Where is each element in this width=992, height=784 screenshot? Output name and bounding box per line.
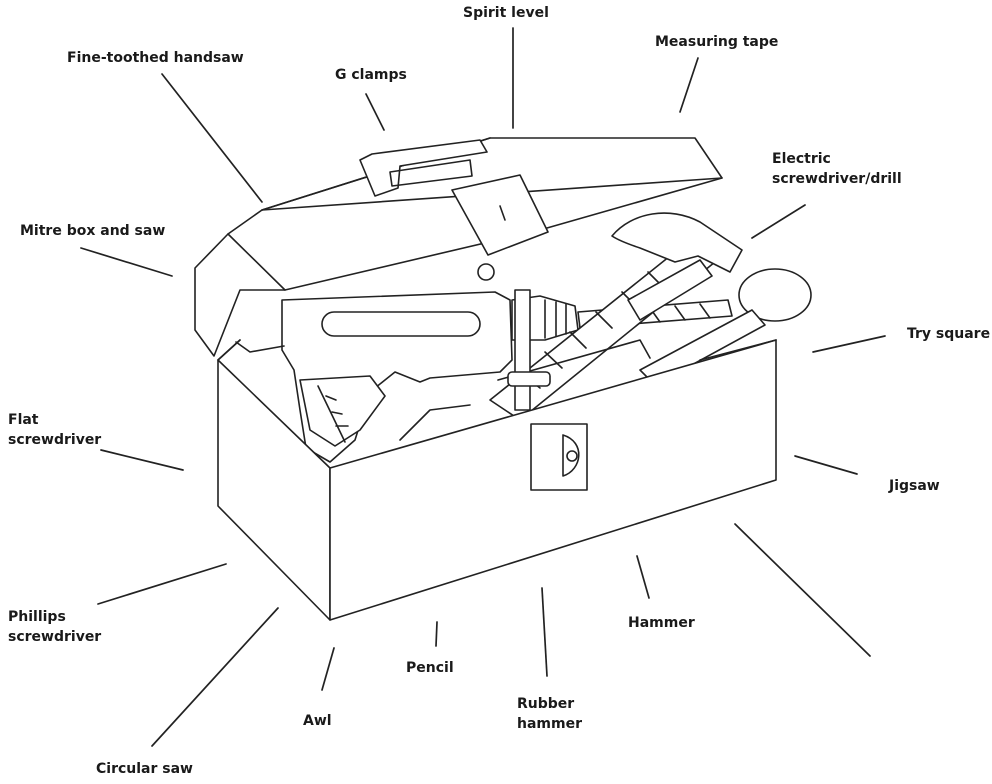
leader-g-clamps — [365, 93, 385, 131]
leader-circular-saw — [151, 607, 279, 747]
toolbox-body — [217, 339, 777, 621]
label-spirit-level: Spirit level — [463, 5, 549, 21]
label-g-clamps: G clamps — [335, 67, 407, 83]
drill-grip-icon — [321, 311, 481, 337]
leader-measuring-tape — [679, 57, 699, 113]
label-circular-saw: Circular saw — [96, 761, 193, 777]
label-pencil: Pencil — [406, 660, 454, 676]
leader-try-square — [812, 335, 886, 353]
leader-pencil — [435, 621, 438, 647]
leader-box-right — [734, 523, 871, 657]
leader-awl — [321, 647, 335, 691]
leader-flat-screwdriver — [100, 449, 184, 471]
label-measuring-tape: Measuring tape — [655, 34, 779, 50]
leader-mitre-box — [80, 247, 173, 277]
leader-phillips-screwdriver — [97, 563, 227, 605]
label-fine-toothed-handsaw: Fine-toothed handsaw — [67, 50, 244, 66]
tools-inside — [235, 174, 812, 463]
leader-rubber-hammer — [541, 587, 548, 677]
leader-lines — [80, 27, 886, 747]
label-jigsaw: Jigsaw — [889, 478, 940, 494]
label-mitre-box-and-saw: Mitre box and saw — [20, 223, 166, 239]
leader-fine-toothed-handsaw — [161, 73, 263, 203]
leader-electric-drill — [751, 204, 806, 239]
label-electric-screwdriver-drill: Electric screwdriver/drill — [772, 151, 902, 187]
label-hammer: Hammer — [628, 615, 695, 631]
leader-hammer — [636, 555, 650, 599]
label-phillips-screwdriver: Phillips screwdriver — [8, 609, 102, 645]
leader-jigsaw — [794, 455, 858, 475]
label-awl: Awl — [303, 713, 332, 729]
label-rubber-hammer: Rubber hammer — [517, 696, 582, 732]
label-flat-screwdriver: Flat screwdriver — [8, 412, 102, 448]
label-try-square: Try square — [907, 326, 991, 342]
